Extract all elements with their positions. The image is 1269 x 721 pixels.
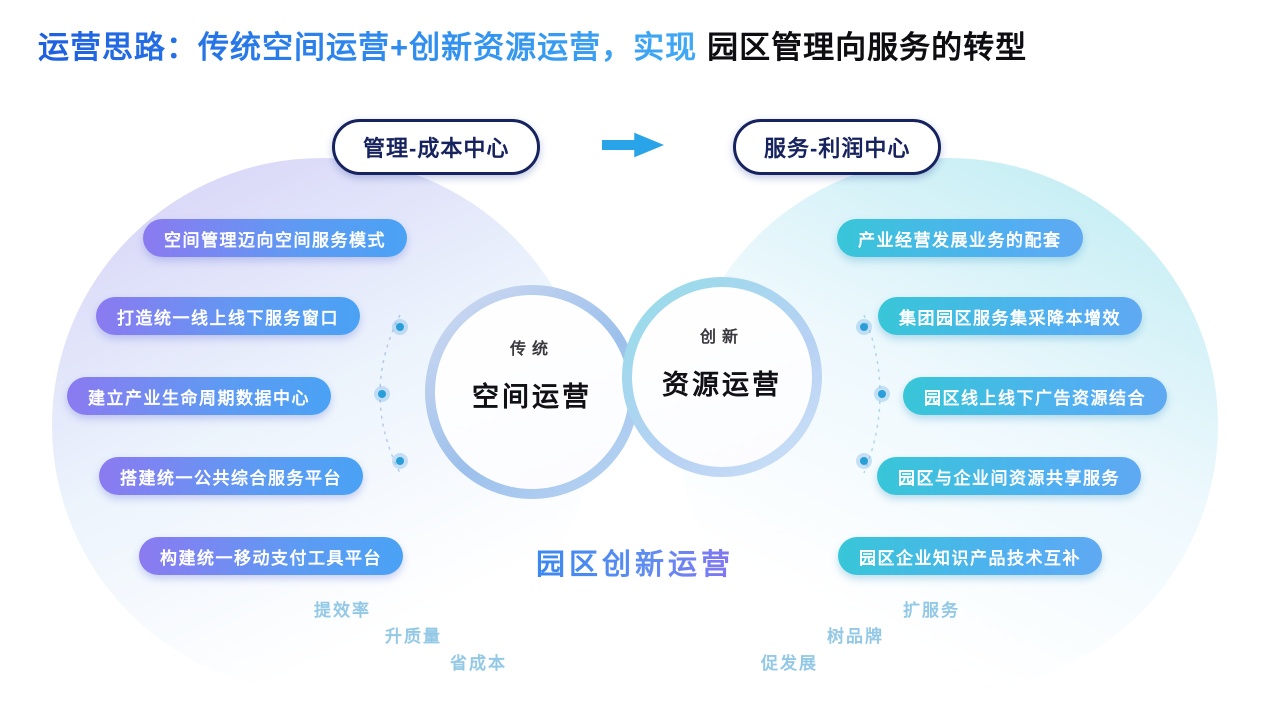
- connector-dot: [392, 319, 408, 335]
- resource-operation-text: 创新 资源运营: [622, 323, 822, 402]
- title-rest: 园区管理向服务的转型: [707, 30, 1028, 65]
- right-arrow-icon: [602, 132, 664, 158]
- bottom-label-brand: 树品牌: [827, 627, 884, 646]
- connector-dot: [392, 453, 408, 469]
- bottom-label-efficiency: 提效率: [314, 601, 371, 620]
- bottom-label-quality: 升质量: [385, 627, 442, 646]
- left-item-pill-5: 构建统一移动支付工具平台: [139, 537, 403, 575]
- space-operation-ring-inner: [435, 295, 629, 489]
- space-operation-text: 传统 空间运营: [425, 335, 639, 414]
- resource-operation-tag: 创新: [699, 329, 744, 346]
- page-title: 运营思路：传统空间运营+创新资源运营，实现园区管理向服务的转型: [38, 22, 1027, 67]
- right-item-pill-5: 园区企业知识产品技术互补: [838, 537, 1102, 575]
- right-item-pill-3: 园区线上线下广告资源结合: [903, 377, 1167, 415]
- bottom-label-cost: 省成本: [450, 654, 507, 673]
- bottom-label-development: 促发展: [761, 654, 818, 673]
- connector-dot: [856, 453, 872, 469]
- space-operation-ring: [425, 285, 639, 499]
- title-highlight: 运营思路：传统空间运营+创新资源运营，实现: [38, 30, 698, 65]
- space-operation-title: 空间运营: [472, 382, 592, 412]
- left-item-pill-1: 空间管理迈向空间服务模式: [143, 219, 407, 257]
- connector-dot: [374, 386, 390, 402]
- connector-dot: [856, 319, 872, 335]
- resource-operation-title: 资源运营: [662, 370, 782, 400]
- right-item-pill-4: 园区与企业间资源共享服务: [877, 457, 1141, 495]
- right-item-pill-2: 集团园区服务集采降本增效: [878, 297, 1142, 335]
- space-operation-tag: 传统: [509, 341, 554, 358]
- right-item-pill-1: 产业经营发展业务的配套: [837, 219, 1083, 257]
- resource-operation-ring: [622, 277, 822, 477]
- left-item-pill-4: 搭建统一公共综合服务平台: [99, 457, 363, 495]
- flow-pill-profit-center: 服务-利润中心: [733, 119, 942, 175]
- innovation-operation-caption: 园区创新运营: [505, 541, 765, 583]
- flow-pill-cost-center: 管理-成本中心: [332, 119, 541, 175]
- bottom-label-service: 扩服务: [903, 601, 960, 620]
- resource-operation-ring-inner: [632, 287, 812, 467]
- left-item-pill-3: 建立产业生命周期数据中心: [67, 377, 331, 415]
- connector-dot: [874, 386, 890, 402]
- left-item-pill-2: 打造统一线上线下服务窗口: [96, 297, 360, 335]
